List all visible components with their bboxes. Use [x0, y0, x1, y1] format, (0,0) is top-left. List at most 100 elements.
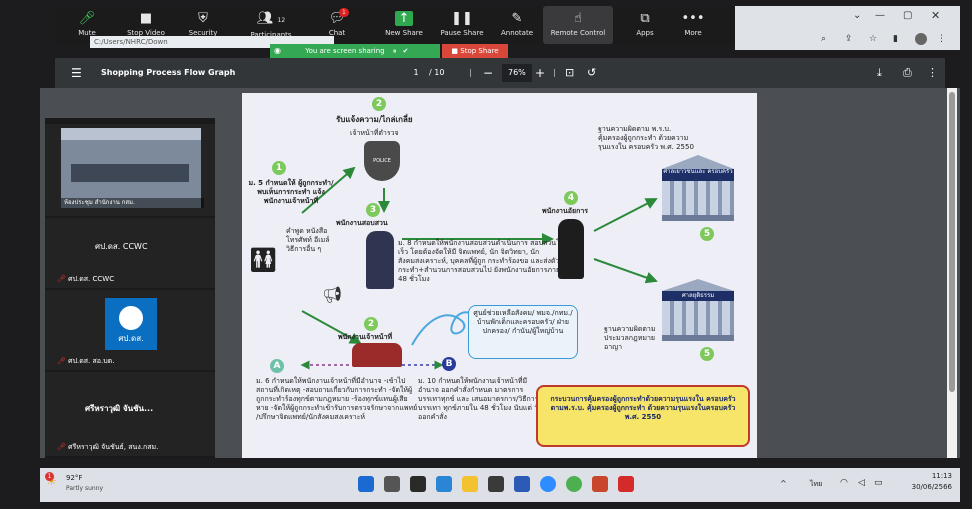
- annotate-button[interactable]: ✎Annotate: [495, 6, 539, 44]
- new-share-button[interactable]: ↑New Share: [379, 6, 429, 44]
- security-button[interactable]: ⛨Security: [181, 6, 225, 44]
- chevron-down-icon[interactable]: ⌄: [853, 10, 862, 21]
- police-badge-icon: POLICE: [364, 141, 400, 181]
- more-options-icon[interactable]: ⋮: [927, 66, 938, 79]
- download-icon[interactable]: ⤓: [877, 66, 882, 79]
- muted-mic-icon: 🎤︎: [57, 357, 66, 365]
- participant-tile[interactable]: ศป.ดส. 🎤︎ ศป.ดส. สอ.บต.: [45, 290, 215, 370]
- apps-icon: ⧉: [640, 11, 650, 26]
- edge-icon[interactable]: [436, 476, 452, 492]
- participant-tile[interactable]: ศรีหราวุฒิ จันชัน... 🎤︎ ศรีหราวุฒิ จันชั…: [45, 372, 215, 456]
- mute-button[interactable]: 🎤︎Mute: [65, 6, 109, 44]
- clock-time[interactable]: 11:13: [931, 472, 952, 480]
- word-icon[interactable]: [514, 476, 530, 492]
- file-explorer-icon[interactable]: [462, 476, 478, 492]
- zoom-out-icon[interactable]: −: [483, 66, 494, 80]
- close-icon[interactable]: ✕: [931, 9, 941, 22]
- document-title: Shopping Process Flow Graph: [101, 68, 236, 77]
- zoom-in-icon[interactable]: +: [535, 66, 546, 80]
- report-methods: คำพูด หนังสือ โทรศัพท์ อีเมล์ วิธีการอื่…: [286, 227, 330, 253]
- start-icon[interactable]: [358, 476, 374, 492]
- shield-icon: ⛨: [198, 11, 208, 26]
- more-dots-icon: •••: [681, 11, 705, 26]
- maximize-icon[interactable]: ▢: [903, 10, 913, 21]
- officer-title: พนักงานเจ้าหน้าที่: [338, 333, 393, 341]
- language-indicator[interactable]: ไทย: [810, 480, 823, 488]
- chat-bubble-icon: 💬︎1: [317, 8, 357, 29]
- more-button[interactable]: •••More: [675, 6, 711, 44]
- microphone-icon: 🎤︎: [78, 11, 96, 26]
- share-icon[interactable]: ⇪: [845, 34, 853, 44]
- avatar[interactable]: [915, 33, 927, 45]
- weather-icon[interactable]: ☀: [46, 474, 57, 488]
- pause-share-button[interactable]: ❚❚Pause Share: [437, 6, 487, 44]
- chrome-icon[interactable]: [566, 476, 582, 492]
- step3-text: ม. 8 กำหนดให้พนักงานสอบสวนดำเนินการ สอบส…: [398, 239, 572, 283]
- star-icon[interactable]: ☆: [869, 34, 878, 44]
- shield-check-icon: ◉: [274, 46, 281, 55]
- menu-dots-icon[interactable]: ⋮: [937, 34, 946, 44]
- chat-badge: 1: [339, 8, 349, 17]
- stop-video-button[interactable]: ■Stop Video: [119, 6, 173, 44]
- step-label-a: A: [270, 359, 284, 373]
- participant-footer: ศรีหราวุฒิ จันชันธ์, สนง.กสม.: [68, 443, 159, 451]
- fit-page-icon[interactable]: ⊡: [565, 66, 575, 79]
- clock-date[interactable]: 30/06/2566: [911, 483, 952, 491]
- people-icon: 🚻︎: [248, 246, 279, 274]
- organization-logo: ศป.ดส.: [105, 298, 157, 350]
- apps-button[interactable]: ⧉Apps: [627, 6, 663, 44]
- powerpoint-icon[interactable]: [592, 476, 608, 492]
- scrollbar[interactable]: [947, 88, 957, 458]
- police-officer-icon: [366, 231, 394, 289]
- menu-icon[interactable]: ☰: [71, 66, 82, 80]
- sidebar-icon[interactable]: ▮: [893, 34, 898, 44]
- battery-icon[interactable]: ▭: [874, 478, 883, 488]
- wifi-icon[interactable]: ◠: [840, 478, 848, 488]
- stepB-text: ม. 10 กำหนดให้พนักงานเจ้าหน้าที่มีอำนาจ …: [418, 377, 543, 421]
- acrobat-icon[interactable]: [618, 476, 634, 492]
- search-icon[interactable]: [384, 476, 400, 492]
- court2-label: ศาลยุติธรรม: [662, 291, 734, 301]
- participant-name: ศรีหราวุฒิ จันชัน...: [85, 404, 154, 413]
- zoom-icon[interactable]: ⌕: [821, 34, 827, 44]
- court-offense-text: ฐานความผิดตาม พ.ร.บ. คุ้มครองผู้ถูกกระทำ…: [598, 125, 694, 151]
- step-number: 5: [700, 227, 714, 241]
- rotate-icon[interactable]: ↺: [587, 66, 597, 79]
- participant-tile[interactable]: ศป.ดส. CCWC 🎤︎ ศป.ดส. CCWC: [45, 218, 215, 288]
- scrollbar-thumb[interactable]: [949, 92, 955, 392]
- officer-at-desk-icon: [352, 343, 402, 367]
- participant-footer: ศป.ดส. สอ.บต.: [68, 357, 115, 365]
- summary-box: กระบวนการคุ้มครองผู้ถูกกระทำด้วยความรุนแ…: [536, 385, 750, 447]
- zoom-level[interactable]: 76%: [502, 64, 532, 82]
- participant-name: ศป.ดส. CCWC: [95, 242, 148, 251]
- participants-panel: ห้องประชุม สำนักงาน กสม. ศป.ดส. CCWC 🎤︎ …: [45, 118, 215, 458]
- remote-control-button[interactable]: ☝︎Remote Control: [543, 6, 613, 44]
- video-caption: ห้องประชุม สำนักงาน กสม.: [61, 198, 204, 208]
- zoom-app-icon[interactable]: [540, 476, 556, 492]
- stop-square-icon: ■: [451, 47, 461, 55]
- task-view-icon[interactable]: [410, 476, 426, 492]
- speaker-icon[interactable]: ◁: [858, 478, 865, 488]
- store-icon[interactable]: [488, 476, 504, 492]
- chevron-up-icon[interactable]: ^: [780, 479, 787, 488]
- logo-emblem: [119, 306, 143, 330]
- weather-condition: Partly sunny: [66, 485, 104, 492]
- stop-share-button[interactable]: ■ Stop Share: [442, 44, 508, 58]
- step-number: 2: [364, 317, 378, 331]
- participant-video: ห้องประชุม สำนักงาน กสม.: [61, 128, 204, 208]
- page-number-input[interactable]: 1: [413, 68, 419, 77]
- print-icon[interactable]: ⎙: [903, 66, 912, 79]
- participant-footer: ศป.ดส. CCWC: [68, 275, 115, 283]
- stepA-text: ม. 6 กำหนดให้พนักงานเจ้าหน้าที่มีอำนาจ -…: [256, 377, 418, 421]
- step2-title: รับแจ้งความ/ไกล่เกลี่ย: [336, 115, 413, 124]
- cursor-hand-icon: ☝︎: [574, 11, 582, 26]
- step3-title: พนักงานสอบสวน: [336, 219, 388, 227]
- participant-video-tile[interactable]: ห้องประชุม สำนักงาน กสม.: [45, 124, 215, 216]
- pause-icon[interactable]: ⏸: [392, 47, 397, 55]
- screen-sharing-banner: ◉ You are screen sharing ⏸ ✔: [270, 44, 440, 58]
- participants-icon: 👥︎ 12: [256, 11, 286, 26]
- criminal-offense-text: ฐานความผิดตาม ประมวลกฎหมาย อาญา: [604, 325, 656, 351]
- minimize-icon[interactable]: —: [875, 10, 885, 21]
